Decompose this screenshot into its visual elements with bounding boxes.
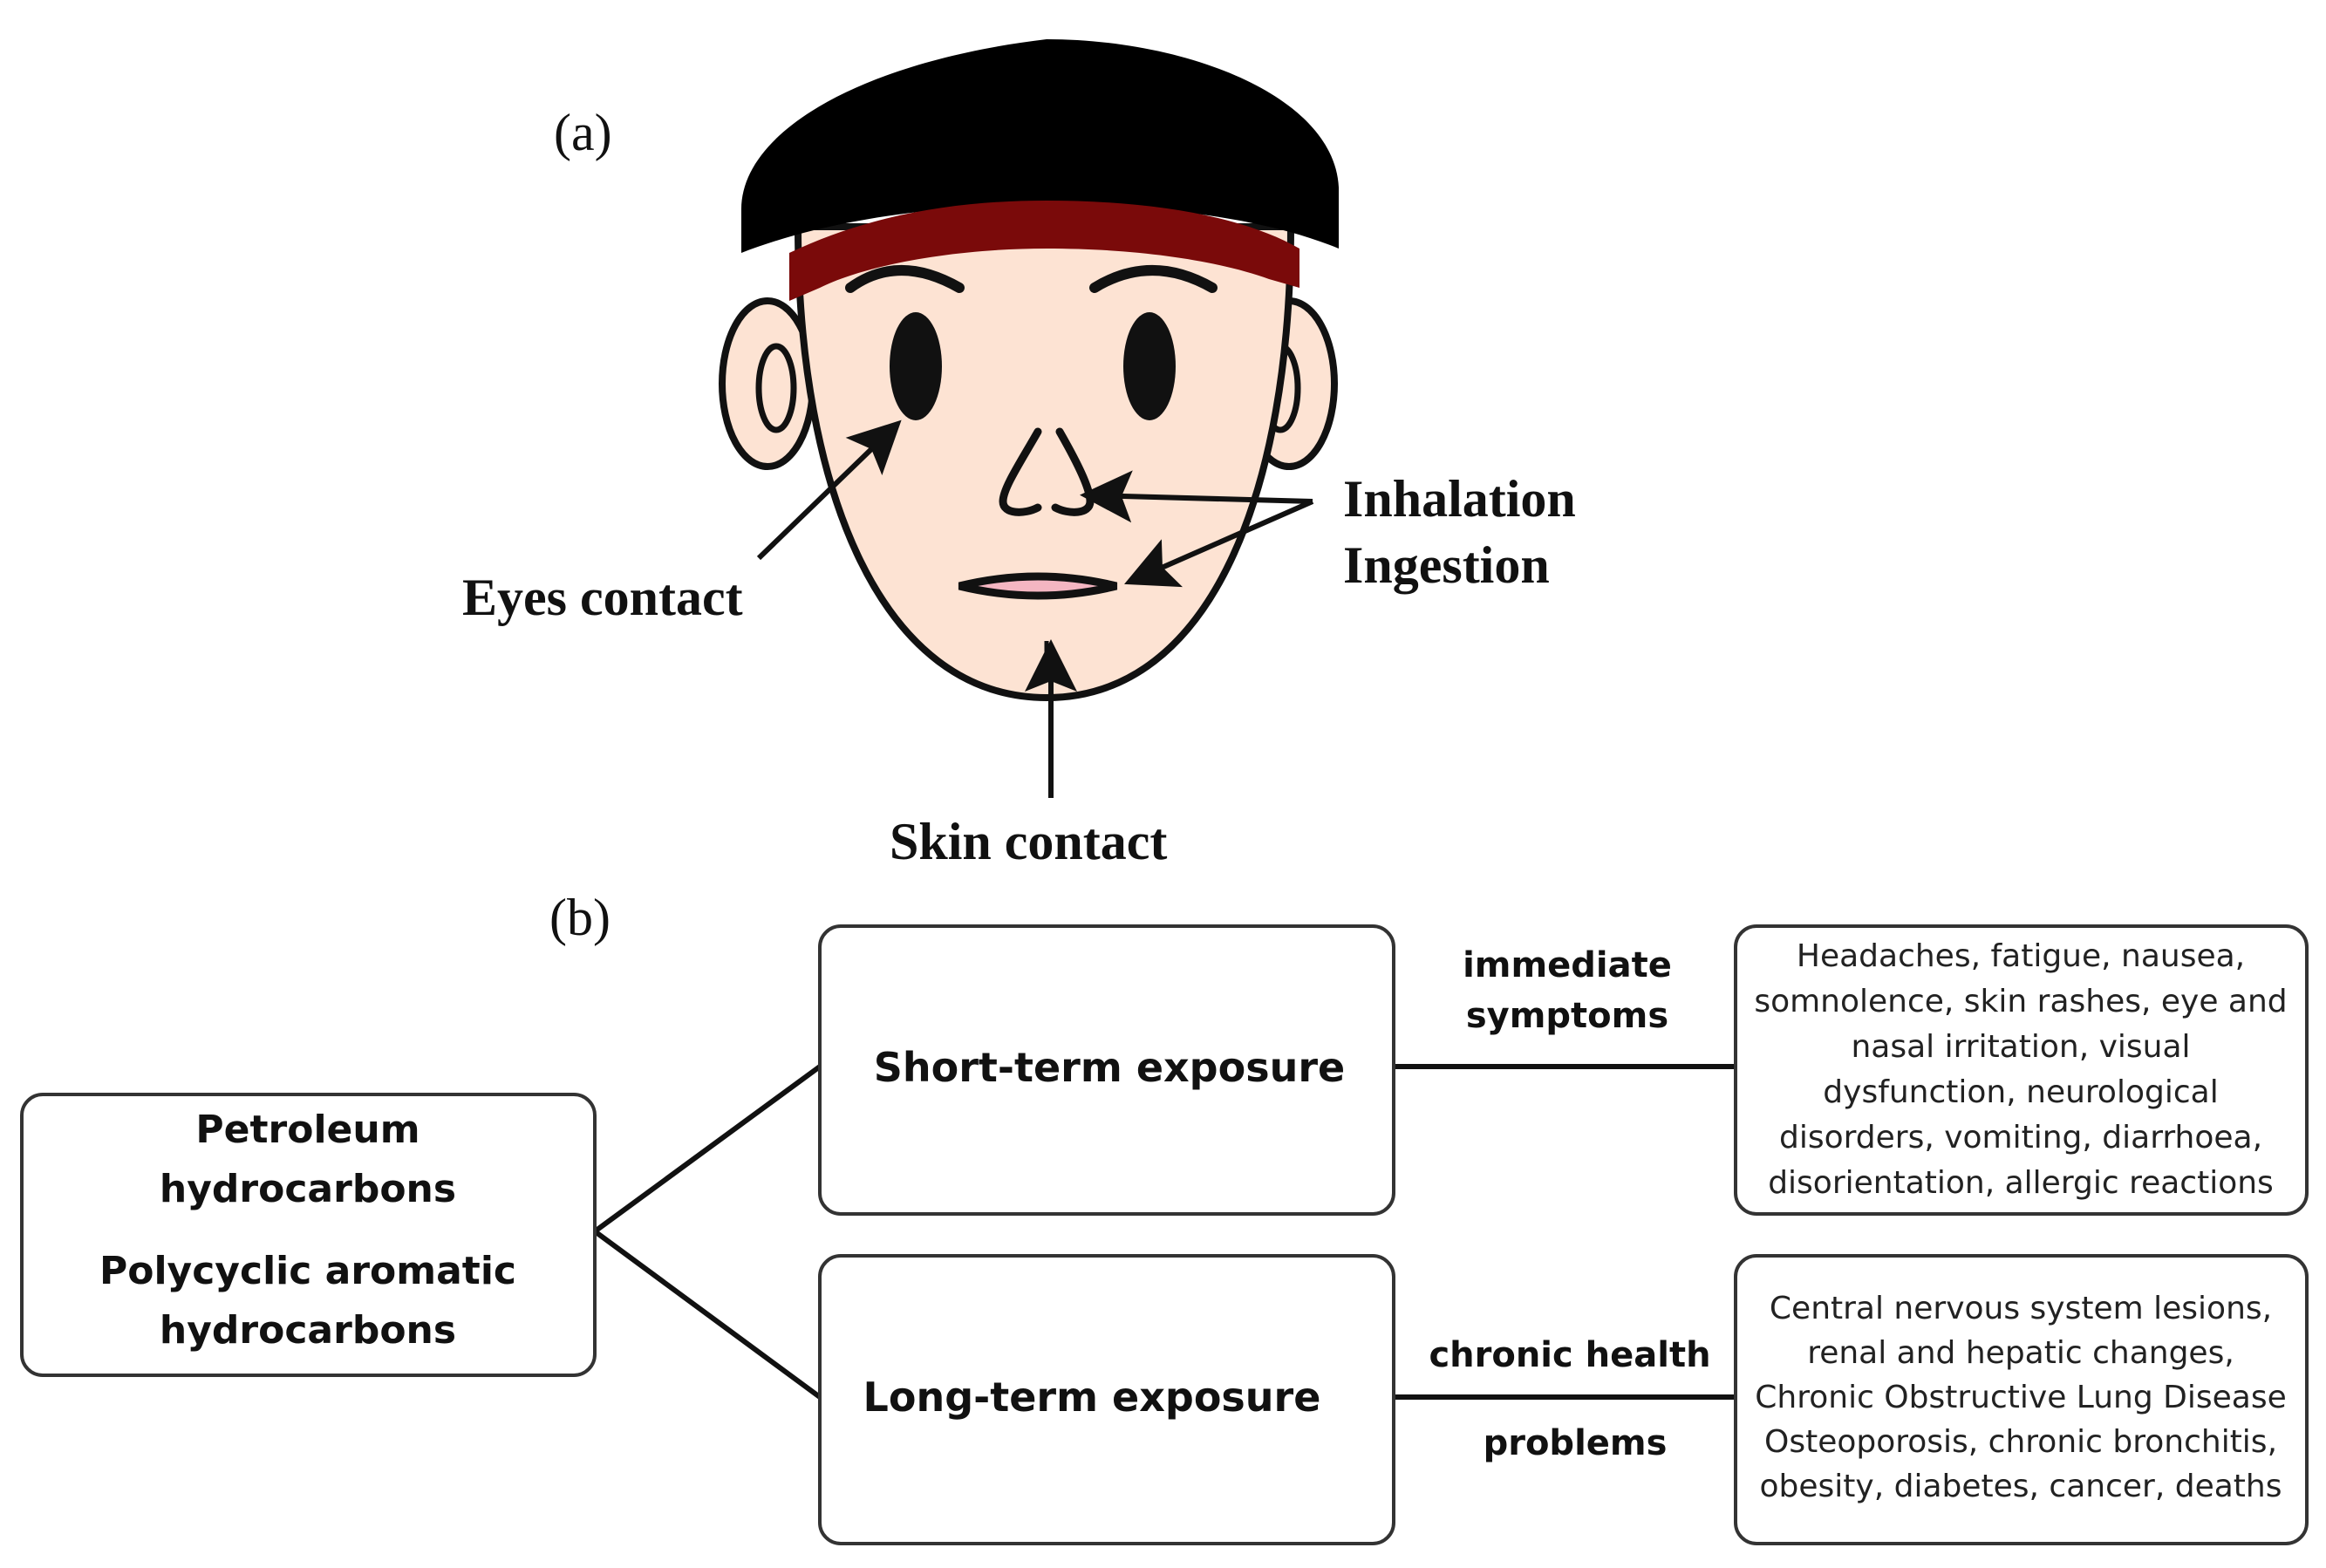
- chronic-health-label: chronic health: [1429, 1335, 1710, 1375]
- short-term-box-frame: [818, 924, 1395, 1216]
- short-term-effect-line: nasal irritation, visual: [1851, 1029, 2190, 1065]
- ingestion-arrow: [1124, 499, 1314, 588]
- right-eyebrow: [1089, 265, 1218, 293]
- long-term-effect-line: obesity, diabetes, cancer, deaths: [1760, 1469, 2282, 1504]
- long-term-box: Long-term exposure: [818, 1254, 1395, 1545]
- long-term-title: Long-term exposure: [863, 1374, 1321, 1421]
- panel-b: (b) Petroleum hydrocarbons Polycyclic ar…: [20, 889, 2309, 1545]
- long-term-effect-line: Central nervous system lesions,: [1770, 1291, 2272, 1326]
- short-term-effects-frame: [1734, 924, 2309, 1216]
- long-term-effect-line: Chronic Obstructive Lung Disease: [1755, 1380, 2286, 1415]
- short-term-effect-line: somnolence, skin rashes, eye and: [1754, 984, 2287, 1019]
- eyes-arrow: [756, 419, 902, 561]
- flow-connectors: [593, 1064, 1736, 1400]
- source-box: Petroleum hydrocarbons Polycyclic aromat…: [20, 1093, 597, 1377]
- source-to-short-line: [593, 1064, 822, 1234]
- panel-b-label: (b): [549, 889, 610, 946]
- source-box-frame: [20, 1093, 597, 1377]
- inhalation-label: Inhalation: [1343, 470, 1576, 528]
- left-ear-inner: [755, 343, 797, 433]
- panel-a: (a): [462, 39, 1576, 870]
- immediate-label: immediate: [1463, 945, 1672, 985]
- inhalation-arrow: [1080, 470, 1313, 523]
- problems-label: problems: [1484, 1423, 1668, 1463]
- source-to-long-line: [593, 1229, 822, 1400]
- symptoms-label: symptoms: [1466, 996, 1668, 1036]
- long-term-effect-line: Osteoporosis, chronic bronchitis,: [1764, 1424, 2277, 1460]
- skin-contact-label: Skin contact: [890, 813, 1167, 870]
- short-term-title: Short-term exposure: [874, 1044, 1345, 1091]
- long-term-effects-frame: [1734, 1254, 2309, 1545]
- right-eye-icon: [1123, 312, 1176, 420]
- source-line-4: hydrocarbons: [160, 1308, 456, 1353]
- source-line-1: Petroleum: [195, 1108, 419, 1152]
- left-eyebrow: [845, 265, 965, 293]
- long-term-effects-box: Central nervous system lesions, renal an…: [1734, 1254, 2309, 1545]
- mouth-icon: [958, 572, 1118, 600]
- short-term-effect-line: dysfunction, neurological: [1823, 1074, 2218, 1110]
- headband-icon: [789, 201, 1299, 301]
- source-line-3: Polycyclic aromatic: [99, 1249, 516, 1293]
- short-term-effect-line: disorientation, allergic reactions: [1768, 1165, 2274, 1201]
- left-eye-icon: [890, 312, 942, 420]
- short-term-box: Short-term exposure: [818, 924, 1395, 1216]
- short-term-effects-box: Headaches, fatigue, nausea, somnolence, …: [1734, 924, 2309, 1216]
- hair-icon: [741, 39, 1339, 253]
- panel-a-label: (a): [554, 104, 612, 161]
- source-line-2: hydrocarbons: [160, 1167, 456, 1211]
- ingestion-label: Ingestion: [1343, 536, 1550, 594]
- short-term-effect-line: Headaches, fatigue, nausea,: [1797, 938, 2245, 974]
- eyes-contact-label: Eyes contact: [462, 569, 743, 626]
- face-outline: [794, 223, 1295, 702]
- long-term-box-frame: [818, 1254, 1395, 1545]
- exposure-arrows: [756, 419, 1314, 798]
- face-illustration: [719, 39, 1339, 702]
- long-term-effect-line: renal and hepatic changes,: [1807, 1335, 2234, 1371]
- short-term-effect-line: disorders, vomiting, diarrhoea,: [1779, 1120, 2262, 1156]
